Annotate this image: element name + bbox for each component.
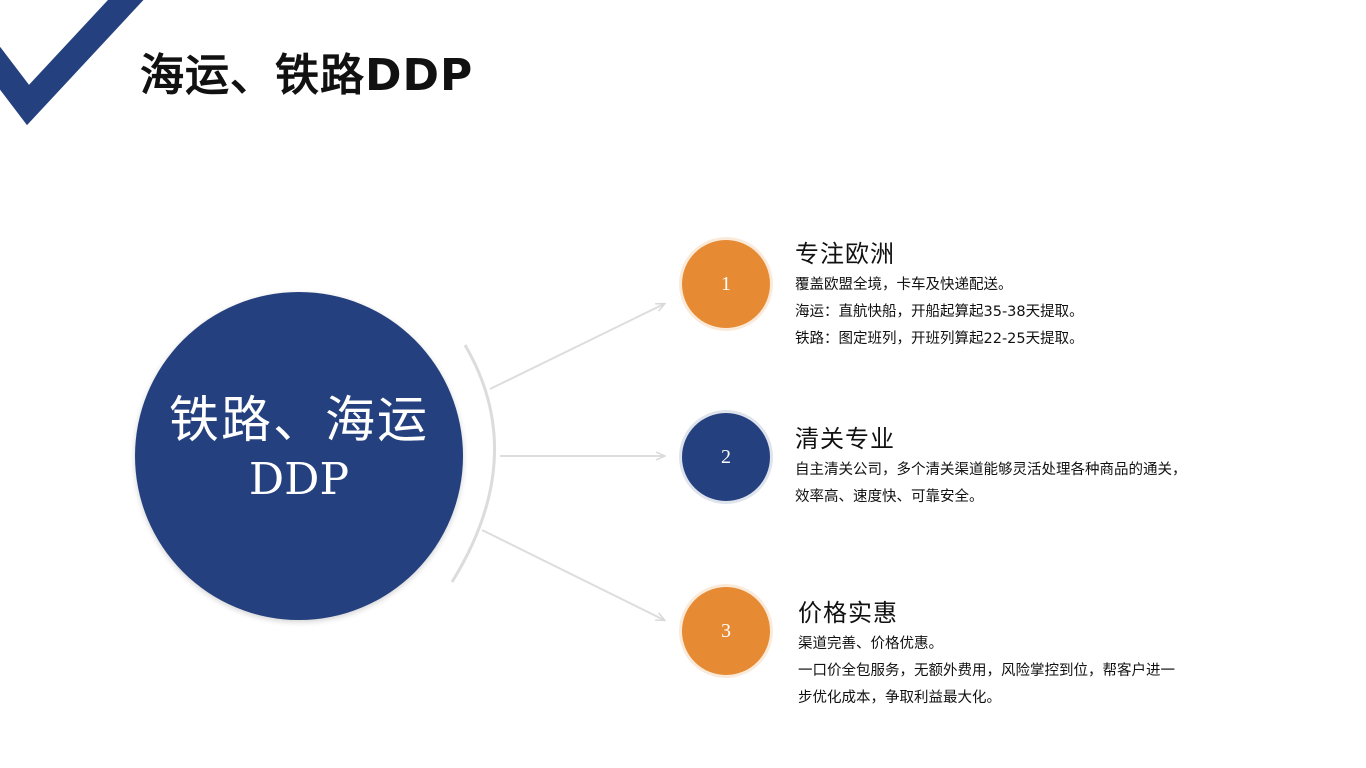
item-1-title: 专注欧洲 bbox=[795, 240, 895, 268]
node-2-badge: 2 bbox=[682, 413, 770, 501]
item-3-line-2: 一口价全包服务，无额外费用，风险掌控到位，帮客户进一 bbox=[798, 663, 1175, 679]
node-1-badge: 1 bbox=[682, 240, 770, 328]
item-1-line-1: 覆盖欧盟全境，卡车及快递配送。 bbox=[795, 277, 1013, 293]
hub-subtitle: DDP bbox=[248, 454, 350, 505]
item-1: 专注欧洲 覆盖欧盟全境，卡车及快递配送。 海运：直航快船，开船起算起35-38天… bbox=[795, 238, 1265, 353]
node-3-badge: 3 bbox=[682, 587, 770, 675]
item-2-line-2: 效率高、速度快、可靠安全。 bbox=[795, 489, 984, 505]
item-3-line-3: 步优化成本，争取利益最大化。 bbox=[798, 690, 1001, 706]
checkmark-icon bbox=[0, 0, 144, 126]
hub-title: 铁路、海运 bbox=[169, 391, 429, 449]
item-2: 清关专业 自主清关公司，多个清关渠道能够灵活处理各种商品的通关， 效率高、速度快… bbox=[795, 423, 1265, 511]
item-1-line-2: 海运：直航快船，开船起算起35-38天提取。 bbox=[795, 304, 1084, 320]
hub-circle: 铁路、海运 DDP bbox=[135, 292, 463, 620]
arrow-to-item-1 bbox=[489, 304, 664, 390]
item-2-line-1: 自主清关公司，多个清关渠道能够灵活处理各种商品的通关， bbox=[795, 462, 1187, 478]
item-3-line-1: 渠道完善、价格优惠。 bbox=[798, 636, 943, 652]
item-2-title: 清关专业 bbox=[795, 425, 895, 453]
page-title: 海运、铁路DDP bbox=[140, 50, 474, 101]
item-3-title: 价格实惠 bbox=[798, 599, 898, 627]
item-3: 价格实惠 渠道完善、价格优惠。 一口价全包服务，无额外费用，风险掌控到位，帮客户… bbox=[798, 597, 1268, 712]
item-1-line-3: 铁路：图定班列，开班列算起22-25天提取。 bbox=[795, 331, 1084, 347]
arrow-to-item-3 bbox=[481, 529, 664, 620]
hub-outer-arc bbox=[450, 344, 497, 583]
